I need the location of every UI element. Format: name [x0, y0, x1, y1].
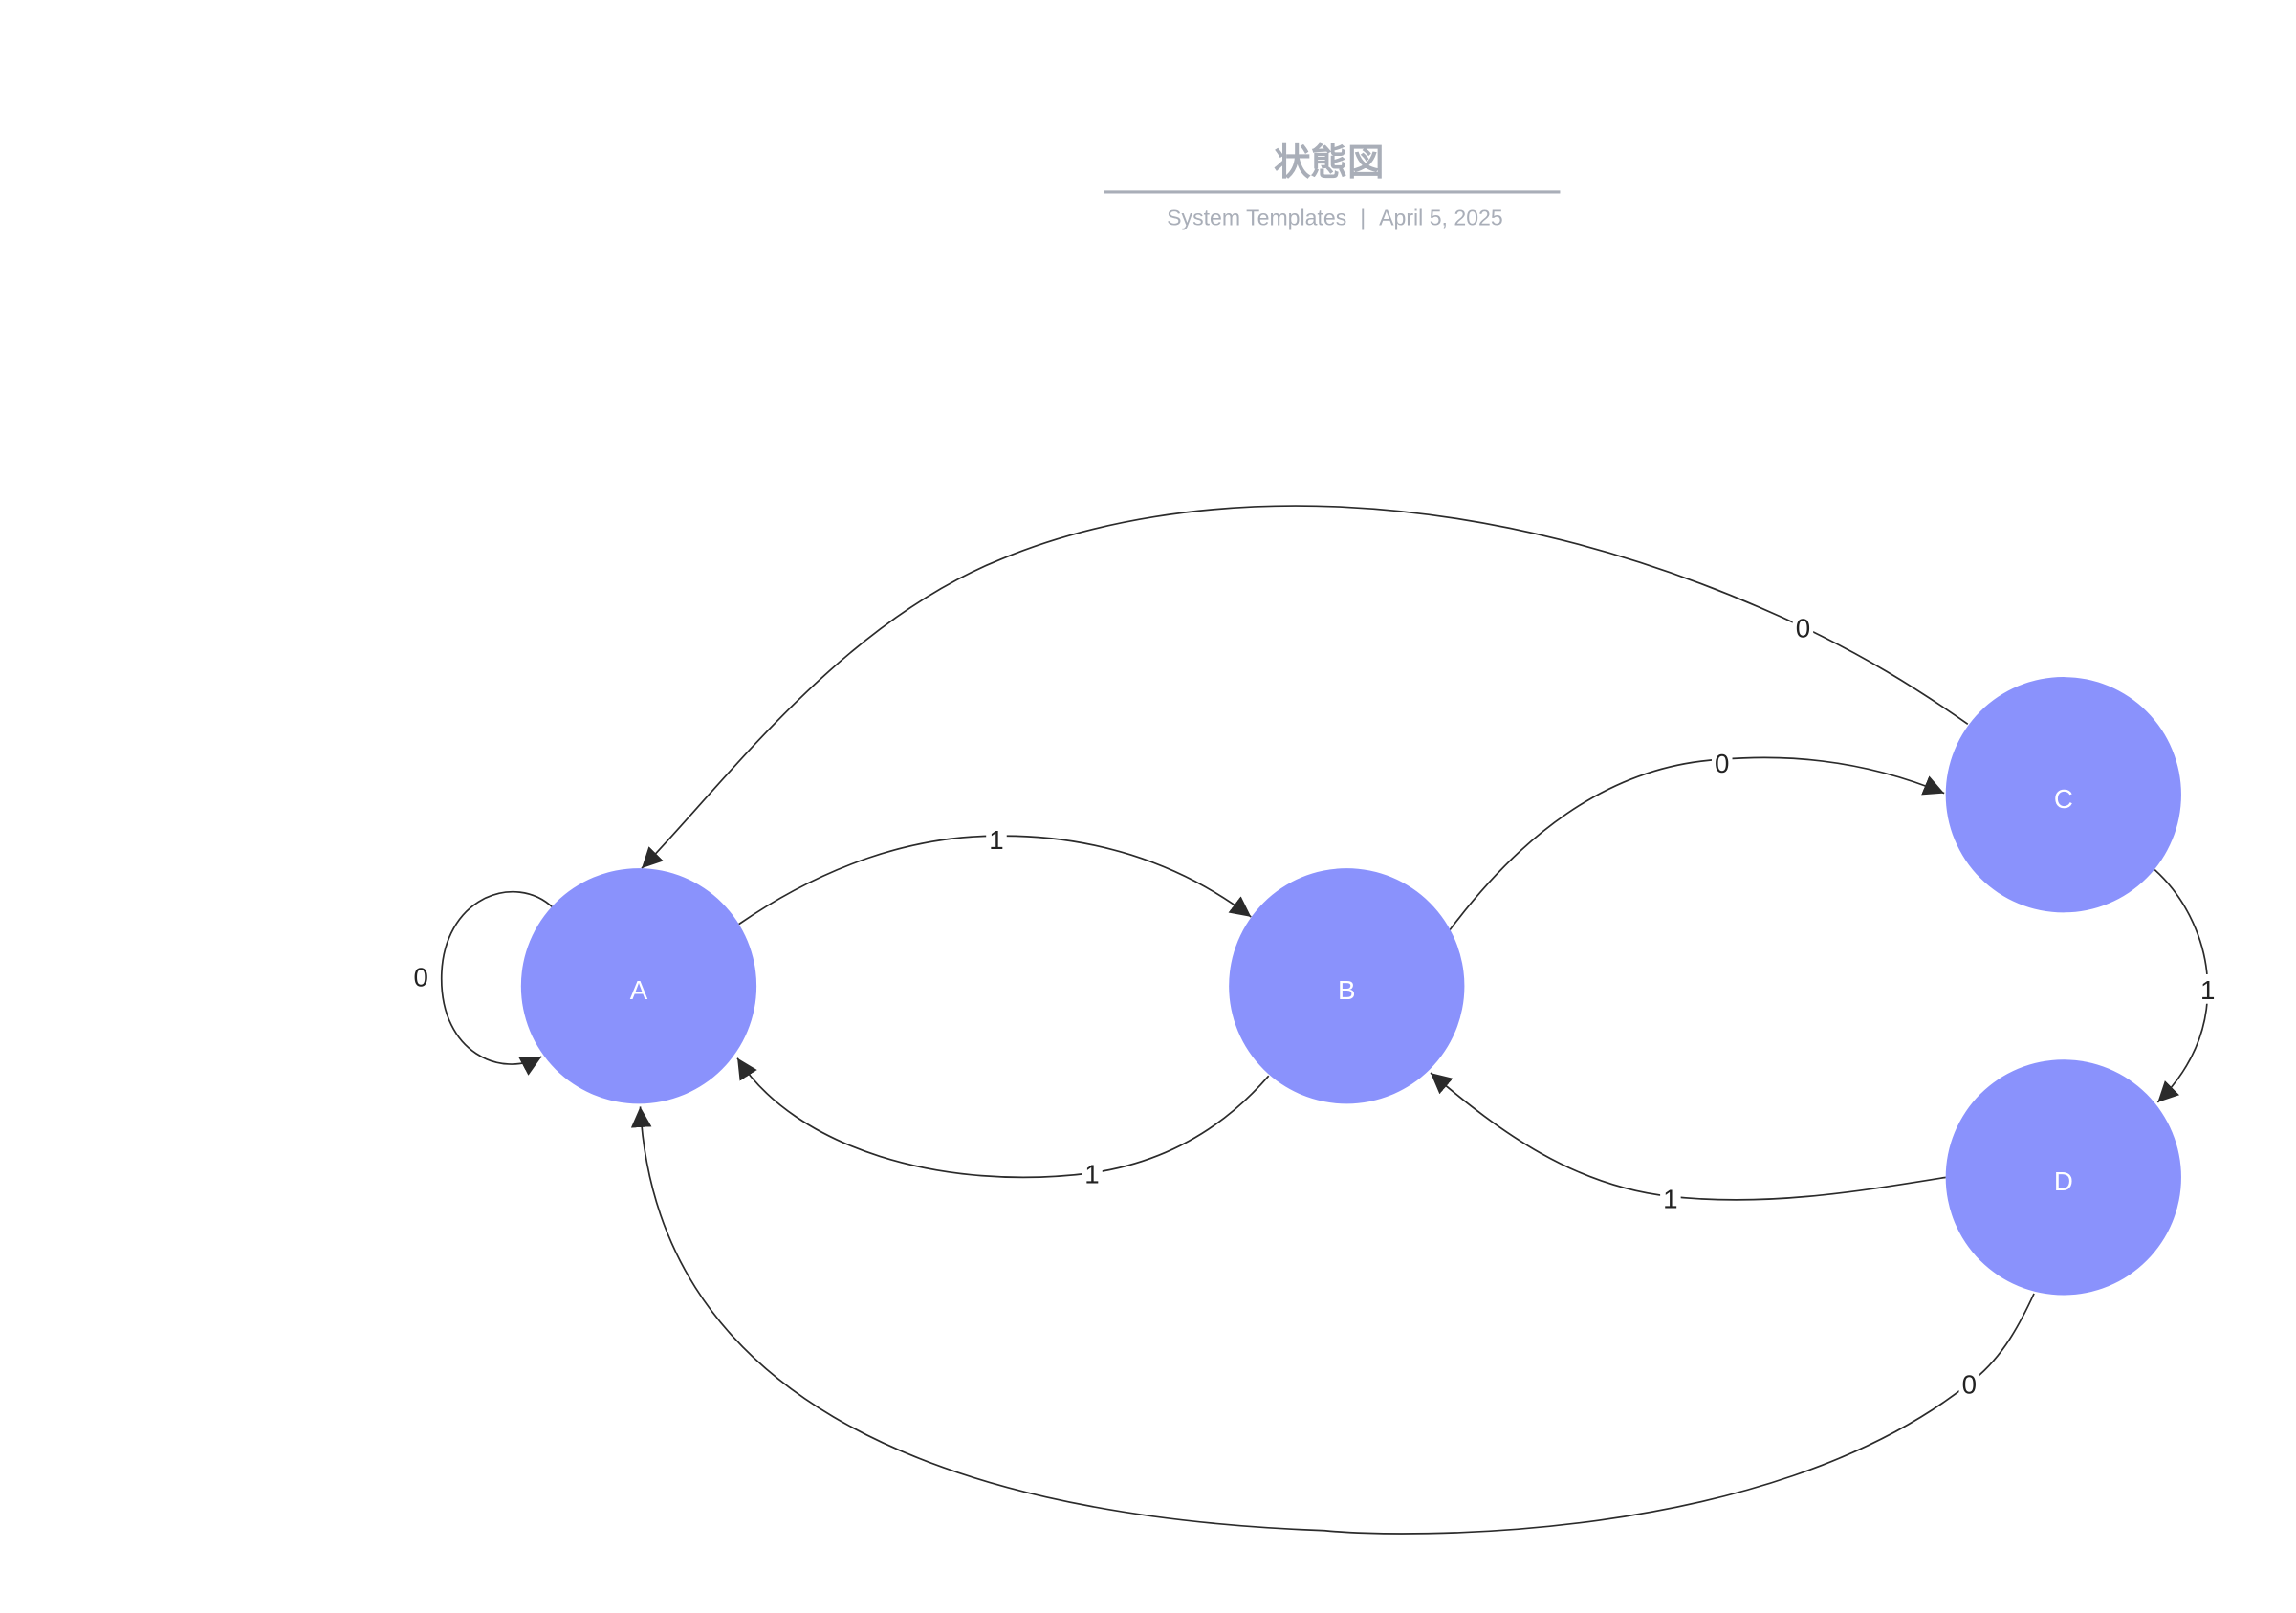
state-label-C: C — [2054, 784, 2073, 814]
state-node-D[interactable]: D — [1945, 1059, 2181, 1296]
header: 状態図 System Templates | April 5, 2025 — [1104, 142, 1561, 230]
diagram-title: 状態図 — [1274, 142, 1384, 185]
state-label-B: B — [1338, 975, 1355, 1005]
edges: 0 1 1 0 0 1 1 0 — [410, 505, 2219, 1535]
edge-label-B-C: 0 — [1715, 749, 1729, 778]
edge-labels: 0 1 1 0 0 1 1 0 — [410, 612, 2219, 1400]
edge-label-D-A: 0 — [1962, 1370, 1977, 1400]
edge-B-A[interactable] — [736, 1057, 1270, 1179]
state-node-B[interactable]: B — [1229, 868, 1465, 1104]
edge-C-A[interactable] — [641, 505, 1969, 869]
edge-D-A[interactable] — [630, 1106, 2035, 1535]
subtitle-date: April 5, 2025 — [1379, 206, 1503, 230]
state-label-A: A — [630, 975, 648, 1005]
edge-label-A-A: 0 — [413, 962, 427, 992]
state-node-C[interactable]: C — [1945, 677, 2181, 913]
subtitle-author: System Templates — [1167, 206, 1346, 230]
state-node-A[interactable]: A — [520, 868, 757, 1104]
edge-label-C-D: 1 — [2200, 975, 2215, 1005]
state-label-D: D — [2054, 1166, 2073, 1196]
edge-B-C[interactable] — [1449, 756, 1945, 931]
edge-label-B-A: 1 — [1084, 1160, 1099, 1189]
subtitle-separator: | — [1360, 206, 1366, 230]
edge-label-A-B: 1 — [989, 825, 1003, 855]
edge-A-A[interactable] — [440, 891, 555, 1076]
edge-D-B[interactable] — [1430, 1072, 1946, 1201]
edge-label-D-B: 1 — [1663, 1185, 1677, 1214]
edge-label-C-A: 0 — [1796, 614, 1810, 643]
nodes: A B C D — [520, 677, 2181, 1296]
